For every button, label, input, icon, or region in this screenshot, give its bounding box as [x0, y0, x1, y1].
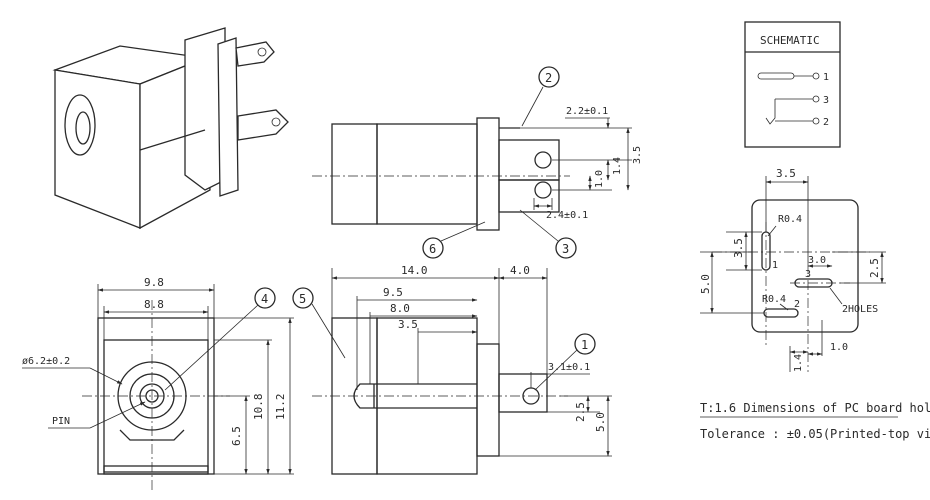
- dim-thick: 1.0: [594, 170, 605, 188]
- dim-l95: 9.5: [383, 286, 403, 299]
- top-view: [312, 317, 568, 475]
- pcb-dim-10: 1.0: [830, 342, 848, 353]
- dim-height-outer: 11.2: [274, 394, 287, 421]
- dim-l80: 8.0: [390, 302, 410, 315]
- pcb-dim-top: 3.5: [776, 167, 796, 180]
- dim-height: 3.5: [632, 146, 643, 164]
- schematic: SCHEMATIC 1 3 2: [744, 21, 841, 148]
- side-view: [312, 117, 570, 231]
- front-view-dimensions: 9.8 8.8 ø6.2±0.2 PIN 6.5 10.8 11.2 4: [22, 276, 294, 475]
- dim-pin-len: 4.0: [510, 264, 530, 277]
- pcb-hole-pattern: 1 3 2: [712, 199, 870, 372]
- schematic-pin-3: 3: [823, 95, 829, 106]
- balloon-1: 1: [581, 338, 588, 352]
- side-view-dimensions: 2.2±0.1 3.5 1.4 1.0 2.4±0.1 2 6 3: [422, 66, 643, 259]
- dim-height-inner: 10.8: [252, 394, 265, 421]
- pcb-dim-r2: R0.4: [762, 294, 786, 305]
- pcb-pin-2: 2: [794, 299, 800, 310]
- pcb-pin-3: 3: [805, 269, 811, 280]
- pcb-holes-label: 2HOLES: [842, 304, 878, 315]
- isometric-view: [52, 27, 289, 230]
- note-line-1: T:1.6 Dimensions of PC board holes: [700, 401, 930, 415]
- schematic-title: SCHEMATIC: [760, 34, 820, 47]
- dim-hole-dia: ø6.2±0.2: [22, 356, 70, 367]
- top-view-dimensions: 14.0 4.0 9.5 8.0 3.5 3.1±0.1 2.5 5.0 5 1: [292, 264, 612, 457]
- dim-l35: 3.5: [398, 318, 418, 331]
- dim-v25: 2.5: [574, 402, 587, 422]
- dim-body-len: 14.0: [401, 264, 428, 277]
- balloon-6: 6: [429, 242, 436, 256]
- pcb-dim-30: 3.0: [808, 255, 826, 266]
- dim-pin-width: 2.4±0.1: [546, 210, 588, 221]
- pcb-pin-1: 1: [772, 260, 778, 271]
- dim-center-height: 6.5: [230, 426, 243, 446]
- notes: T:1.6 Dimensions of PC board holes Toler…: [700, 401, 930, 441]
- schematic-pin-1: 1: [823, 72, 829, 83]
- balloon-4: 4: [261, 292, 268, 306]
- pcb-dim-left: 3.5: [732, 238, 745, 258]
- dim-pin-pitch: 2.2±0.1: [566, 106, 608, 117]
- note-line-2: Tolerance : ±0.05(Printed-top view): [700, 427, 930, 441]
- label-pin: PIN: [52, 416, 70, 427]
- dim-inner-width: 8.8: [144, 298, 164, 311]
- balloon-2: 2: [545, 71, 552, 85]
- balloon-3: 3: [562, 242, 569, 256]
- dim-v50: 5.0: [594, 412, 607, 432]
- dim-outer-width: 9.8: [144, 276, 164, 289]
- pcb-dim-14: 1.4: [793, 354, 804, 372]
- dim-offset: 1.4: [612, 157, 623, 175]
- pcb-dim-25: 2.5: [868, 258, 881, 278]
- pcb-dim-50: 5.0: [699, 274, 712, 294]
- pcb-dimensions: 3.5 R0.4 3.5 3.0 2.5 5.0 R0.4 2HOLES 1.4…: [699, 167, 886, 372]
- balloon-5: 5: [299, 292, 306, 306]
- pcb-dim-r1: R0.4: [778, 214, 802, 225]
- schematic-pin-2: 2: [823, 117, 829, 128]
- dim-pin-hole: 3.1±0.1: [548, 362, 590, 373]
